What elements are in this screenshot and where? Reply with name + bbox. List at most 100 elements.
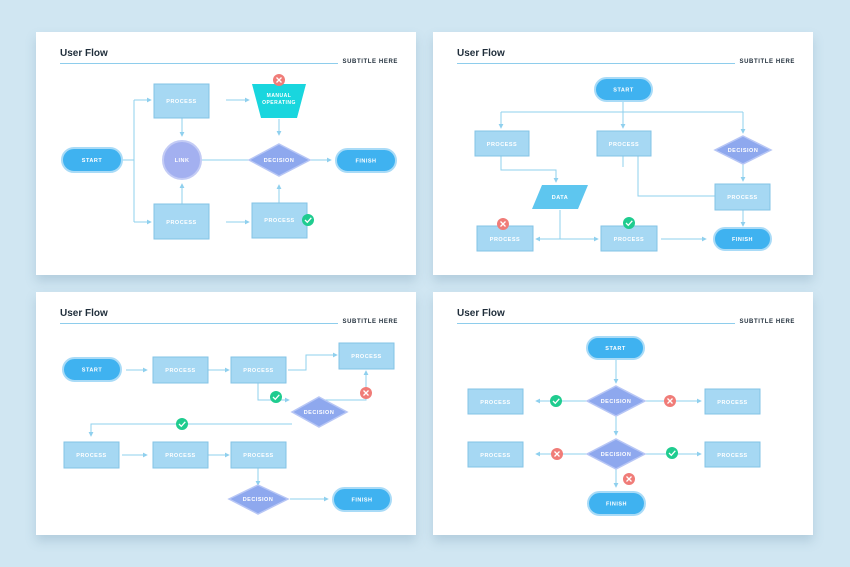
- process-node-3: PROCESS: [251, 202, 308, 239]
- flowchart-diagram: START PROCESS DECISION PROCESS PROCESS: [467, 336, 761, 516]
- data-node: DATA: [532, 185, 588, 209]
- finish-node: FINISH: [332, 487, 392, 512]
- process-node-3: PROCESS: [467, 441, 524, 468]
- process-label: PROCESS: [76, 453, 106, 459]
- process-node-1: PROCESS: [153, 83, 210, 119]
- process-label: PROCESS: [165, 368, 195, 374]
- check-circle-icon: [623, 217, 635, 229]
- cross-circle-icon: [664, 395, 676, 407]
- process-label: PROCESS: [243, 453, 273, 459]
- start-label: START: [605, 346, 626, 352]
- process-label: PROCESS: [717, 453, 747, 459]
- manual-label-line2: OPERATING: [262, 100, 296, 106]
- process-node-1: PROCESS: [467, 388, 524, 415]
- process-label: PROCESS: [480, 400, 510, 406]
- link-label: LINK: [175, 158, 190, 164]
- link-node: LINK: [162, 140, 202, 180]
- decision-node: DECISION: [290, 396, 349, 428]
- title-rule: [60, 63, 338, 64]
- flow-card-3: User Flow SUBTITLE HERE START PROCESS: [36, 292, 416, 535]
- start-node: START: [61, 147, 123, 173]
- finish-label: FINISH: [606, 502, 627, 508]
- process-node-2: PROCESS: [153, 203, 210, 240]
- decision-label: DECISION: [243, 497, 274, 503]
- flowchart-diagram: START PROCESS LINK PROCESS MANUAL OPERAT…: [61, 74, 397, 240]
- decision-label: DECISION: [601, 452, 632, 458]
- process-node-4: PROCESS: [704, 441, 761, 468]
- finish-node: FINISH: [713, 227, 772, 251]
- data-label: DATA: [552, 195, 568, 201]
- process-node-2: PROCESS: [230, 356, 287, 384]
- card-subtitle: SUBTITLE HERE: [342, 59, 398, 65]
- start-label: START: [82, 158, 103, 164]
- cross-circle-icon: [360, 387, 372, 399]
- process-node-2: PROCESS: [596, 130, 652, 157]
- card-subtitle: SUBTITLE HERE: [739, 59, 795, 65]
- title-rule: [457, 63, 735, 64]
- decision-node: DECISION: [585, 385, 647, 417]
- start-label: START: [82, 368, 103, 374]
- card-title: User Flow: [60, 308, 108, 319]
- process-node-6: PROCESS: [230, 441, 287, 469]
- connectors: [498, 101, 746, 242]
- process-label: PROCESS: [614, 237, 644, 243]
- check-circle-icon: [666, 447, 678, 459]
- process-label: PROCESS: [727, 195, 757, 201]
- decision-label: DECISION: [728, 148, 759, 154]
- card-subtitle: SUBTITLE HERE: [739, 319, 795, 325]
- process-node-4: PROCESS: [63, 441, 120, 469]
- manual-operating-node: MANUAL OPERATING: [252, 84, 306, 118]
- decision-label: DECISION: [601, 399, 632, 405]
- process-node-5: PROCESS: [152, 441, 209, 469]
- flow-card-2: User Flow SUBTITLE HERE START PRO: [433, 32, 813, 275]
- finish-label: FINISH: [355, 159, 376, 165]
- process-node-3: PROCESS: [338, 342, 395, 370]
- process-node-5: PROCESS: [600, 225, 658, 252]
- decision-node: DECISION: [247, 143, 312, 177]
- process-label: PROCESS: [166, 99, 196, 105]
- check-circle-icon: [550, 395, 562, 407]
- decision-node: DECISION: [227, 484, 290, 515]
- process-label: PROCESS: [166, 220, 196, 226]
- process-node-1: PROCESS: [474, 130, 530, 157]
- start-node: START: [62, 357, 122, 382]
- title-rule: [60, 323, 338, 324]
- decision-node: DECISION: [713, 135, 773, 165]
- process-label: PROCESS: [480, 453, 510, 459]
- connectors: [88, 352, 369, 502]
- card-title: User Flow: [457, 308, 505, 319]
- finish-label: FINISH: [732, 237, 753, 243]
- check-circle-icon: [176, 418, 188, 430]
- card-title: User Flow: [457, 48, 505, 59]
- process-label: PROCESS: [490, 237, 520, 243]
- process-label: PROCESS: [609, 142, 639, 148]
- process-label: PROCESS: [487, 142, 517, 148]
- card-subtitle: SUBTITLE HERE: [342, 319, 398, 325]
- start-node: START: [586, 336, 645, 360]
- flowchart-diagram: START PROCESS PROCESS PROCESS DECISION: [62, 342, 395, 515]
- decision-label: DECISION: [304, 410, 335, 416]
- check-circle-icon: [270, 391, 282, 403]
- process-node-2: PROCESS: [704, 388, 761, 415]
- finish-label: FINISH: [351, 498, 372, 504]
- process-label: PROCESS: [165, 453, 195, 459]
- process-label: PROCESS: [717, 400, 747, 406]
- check-circle-icon: [302, 214, 314, 226]
- decision-label: DECISION: [264, 158, 295, 164]
- process-node-3: PROCESS: [714, 183, 771, 211]
- process-label: PROCESS: [243, 368, 273, 374]
- finish-node: FINISH: [335, 148, 397, 173]
- decision-node: DECISION: [585, 438, 647, 470]
- process-node-4: PROCESS: [476, 225, 534, 252]
- process-label: PROCESS: [264, 218, 294, 224]
- process-label: PROCESS: [351, 354, 381, 360]
- cross-circle-icon: [497, 218, 509, 230]
- start-node: START: [594, 77, 653, 102]
- cross-circle-icon: [551, 448, 563, 460]
- flow-card-4: User Flow SUBTITLE HERE START PROCESS: [433, 292, 813, 535]
- finish-node: FINISH: [587, 491, 646, 516]
- flow-card-1: User Flow SUBTITLE HERE START PROCESS: [36, 32, 416, 275]
- process-node-1: PROCESS: [152, 356, 209, 384]
- flowchart-diagram: START PROCESS PROCESS DECISION DATA PROC…: [474, 77, 773, 252]
- cross-circle-icon: [273, 74, 285, 86]
